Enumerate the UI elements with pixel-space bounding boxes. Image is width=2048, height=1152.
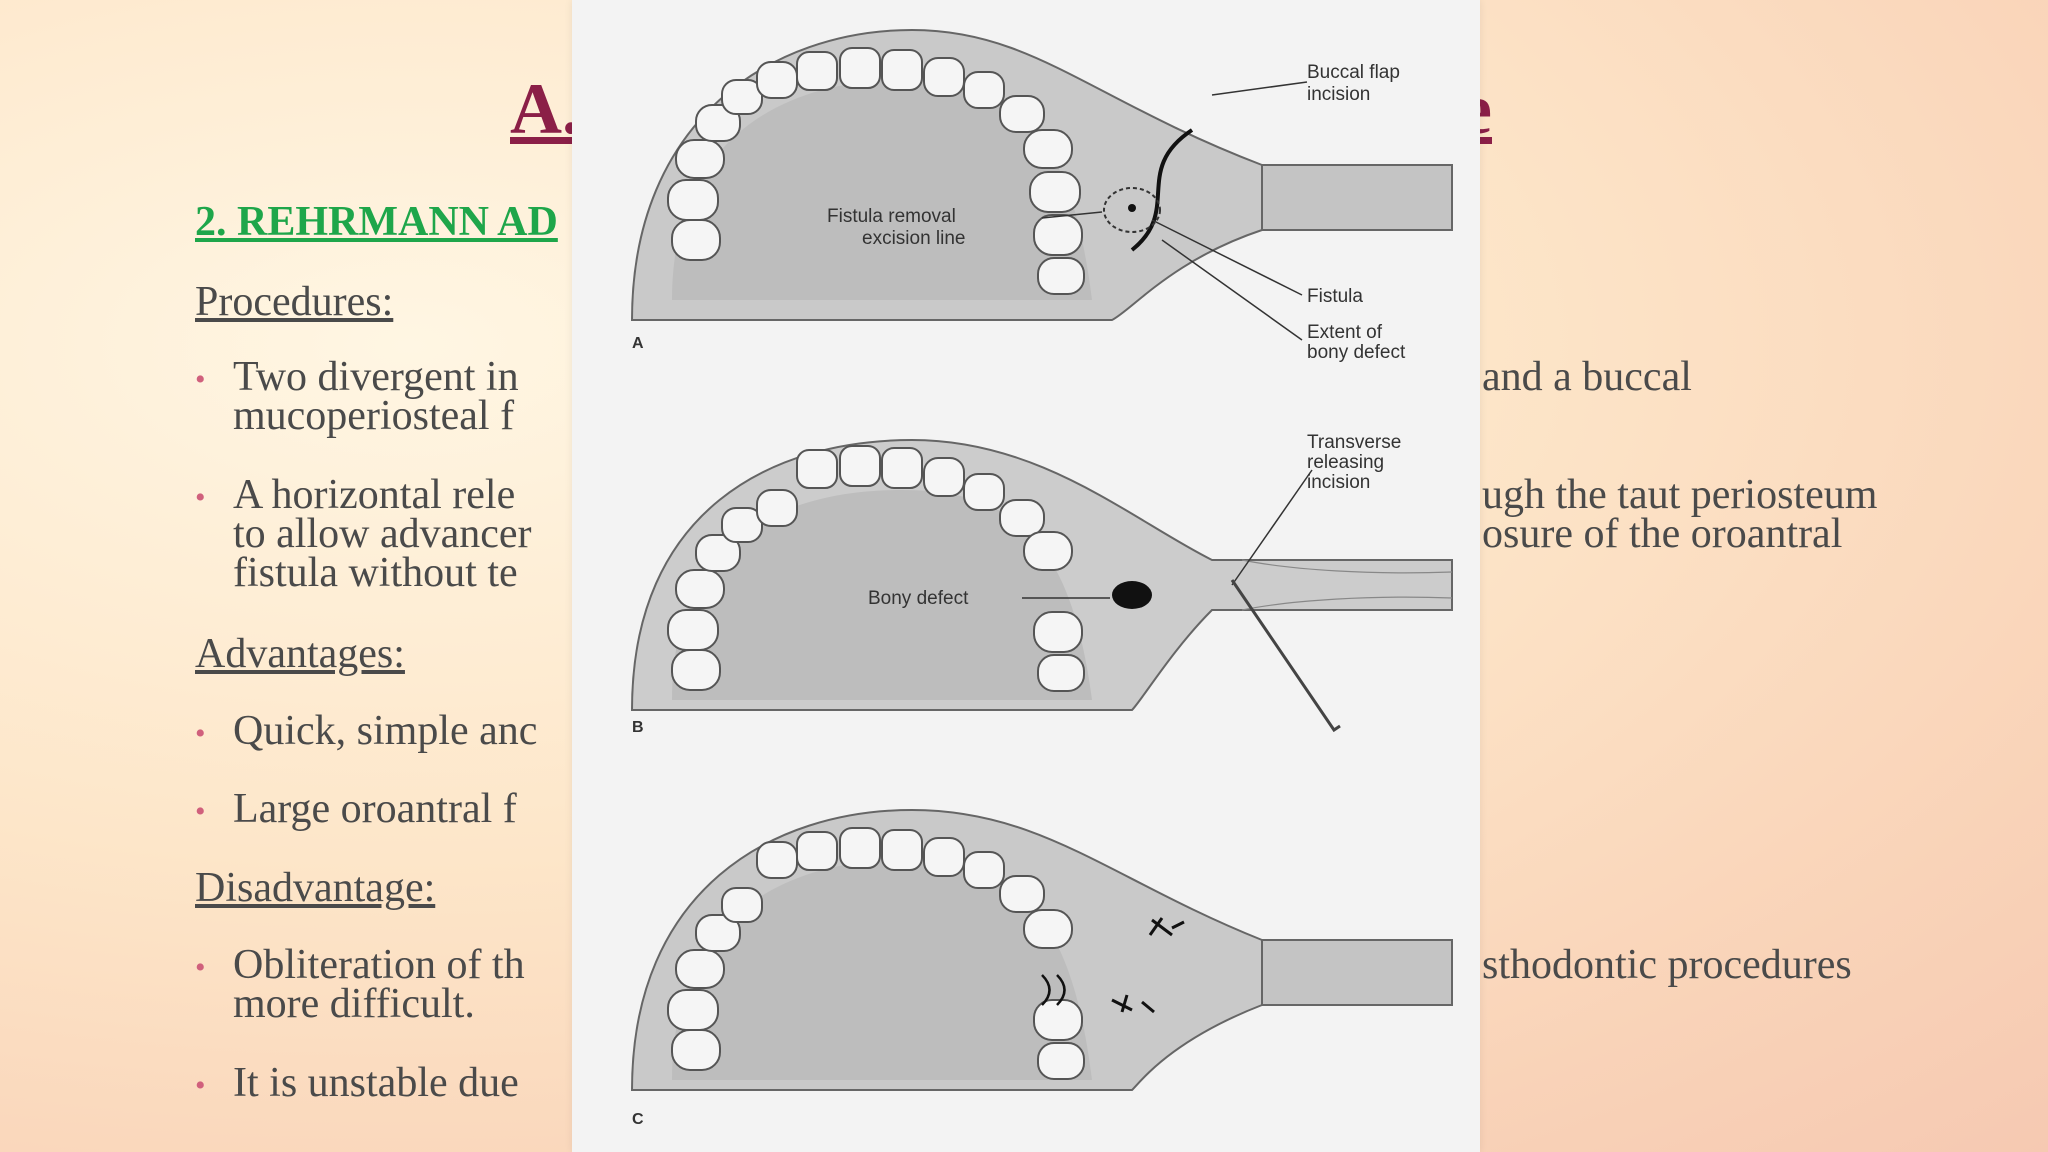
- bullet-dot: •: [195, 1069, 206, 1102]
- label-transverse-3: incision: [1307, 472, 1370, 493]
- procedure-2-right-2: osure of the oroantral: [1482, 511, 1843, 557]
- teeth-b: [667, 445, 1085, 692]
- procedure-2-line-3: fistula without te: [233, 550, 518, 596]
- teeth-a: [667, 47, 1085, 295]
- bullet-dot: •: [195, 481, 206, 514]
- advantages-heading: Advantages:: [195, 631, 405, 677]
- disadvantage-2-text: It is unstable due: [233, 1060, 519, 1106]
- procedure-2-line-2: to allow advancer: [233, 511, 532, 557]
- disadvantage-1-line-2: more difficult.: [233, 981, 475, 1027]
- panel-a: Buccal flap incision Fistula removal exc…: [630, 28, 1453, 363]
- panel-b: Transverse releasing incision Bony defec…: [630, 432, 1453, 736]
- advantage-1-text: Quick, simple anc: [233, 708, 538, 754]
- label-extent-1: Extent of: [1307, 322, 1383, 343]
- procedure-1-line-1: Two divergent in: [233, 354, 519, 400]
- disadvantage-1-right: sthodontic procedures: [1482, 942, 1852, 988]
- label-extent-2: bony defect: [1307, 342, 1406, 363]
- slide-title-left: A.: [510, 69, 580, 149]
- procedures-heading: Procedures:: [195, 279, 394, 325]
- label-transverse-1: Transverse: [1307, 432, 1401, 453]
- bullet-dot: •: [195, 795, 206, 828]
- label-fistula: Fistula: [1307, 286, 1363, 307]
- advantage-2-text: Large oroantral f: [233, 786, 517, 832]
- teeth-c: [667, 827, 1085, 1080]
- procedure-1-right: and a buccal: [1482, 354, 1692, 400]
- procedure-2-line-1: A horizontal rele: [233, 472, 516, 518]
- subheading: 2. REHRMANN AD: [195, 199, 558, 245]
- label-fistula-removal-1: Fistula removal: [827, 206, 956, 227]
- label-bony-defect: Bony defect: [868, 588, 969, 609]
- procedure-2-right: ugh the taut periosteum osure of the oro…: [1482, 474, 1877, 557]
- disadvantage-1-line-1: Obliteration of th: [233, 942, 525, 988]
- label-buccal-flap-1: Buccal flap: [1307, 62, 1400, 83]
- panel-a-label: A: [632, 335, 644, 352]
- disadvantage-heading: Disadvantage:: [195, 865, 436, 911]
- diagram-svg: Buccal flap incision Fistula removal exc…: [630, 28, 1453, 1128]
- label-buccal-flap-2: incision: [1307, 84, 1370, 105]
- bullet-dot: •: [195, 363, 206, 396]
- label-transverse-2: releasing: [1307, 452, 1384, 473]
- procedure-2-right-1: ugh the taut periosteum: [1482, 472, 1878, 518]
- panel-c-label: C: [632, 1111, 644, 1128]
- bullet-dot: •: [195, 717, 206, 750]
- surgical-diagram-figure: Buccal flap incision Fistula removal exc…: [572, 0, 1480, 1152]
- panel-c: C: [630, 808, 1453, 1128]
- bullet-dot: •: [195, 951, 206, 984]
- procedure-1-line-2: mucoperiosteal f: [233, 393, 515, 439]
- label-fistula-removal-2: excision line: [862, 228, 966, 249]
- panel-b-label: B: [632, 719, 644, 736]
